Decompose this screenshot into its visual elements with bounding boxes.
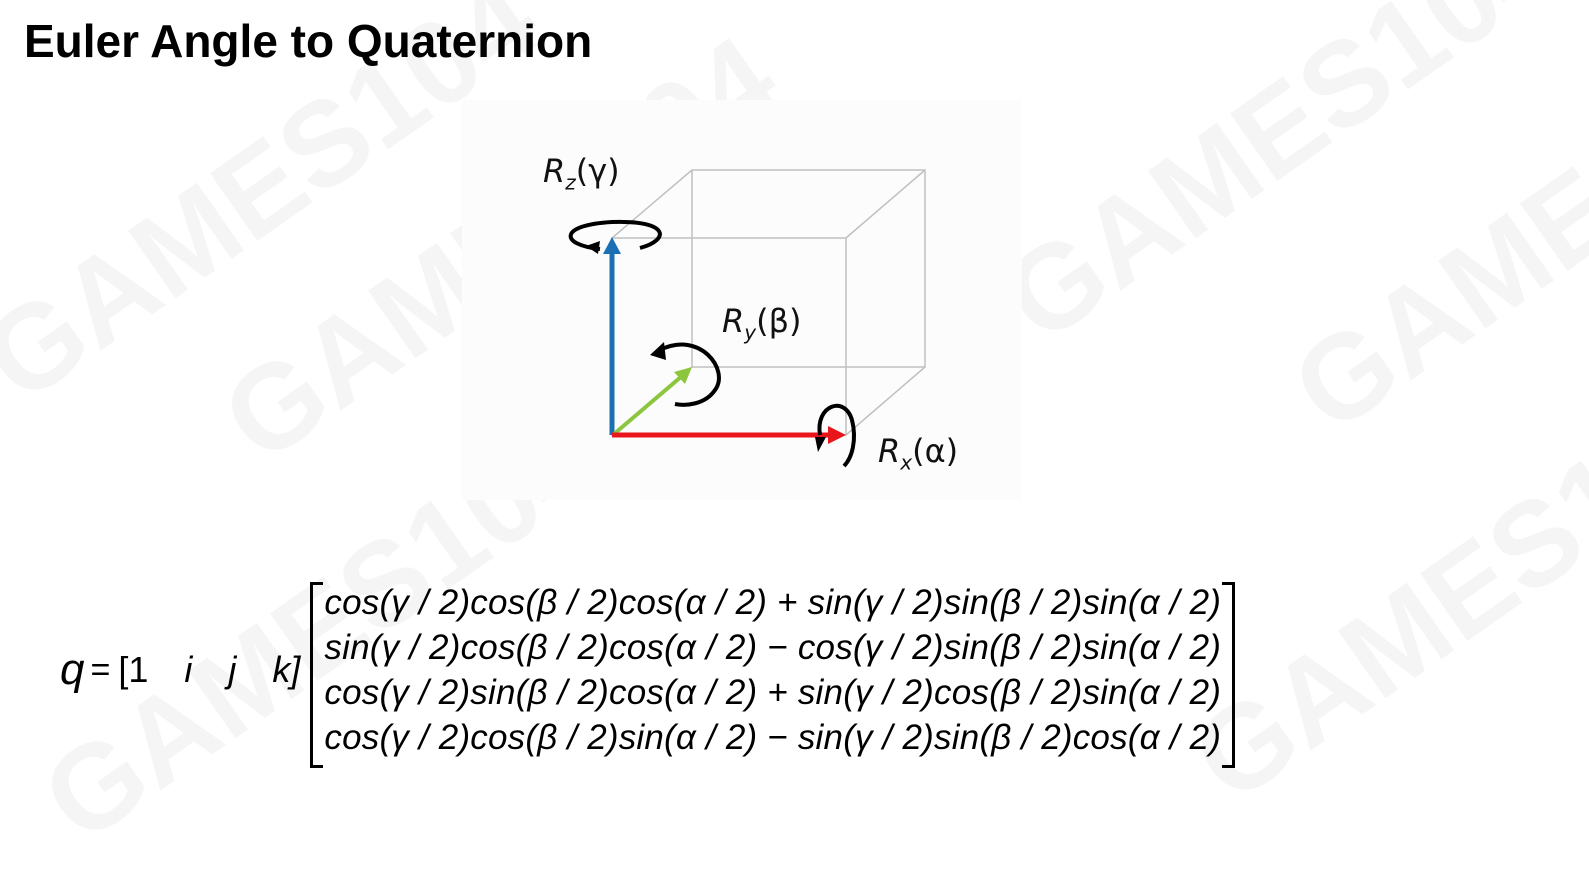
- rx-rotation-arrow-icon: [815, 403, 856, 468]
- formula-equals: =: [90, 650, 111, 689]
- matrix-row-x: sin(γ / 2)cos(β / 2)cos(α / 2) − cos(γ /…: [324, 628, 1222, 667]
- basis-j: j: [228, 649, 237, 690]
- formula-lhs: q: [60, 645, 85, 694]
- matrix-row-y: cos(γ / 2)sin(β / 2)cos(α / 2) + sin(γ /…: [324, 673, 1222, 712]
- rz-rotation-arrow-icon: [568, 219, 662, 254]
- ry-label: Ry(β): [722, 302, 801, 344]
- rz-label-sub: z: [565, 170, 576, 195]
- matrix-row-z: cos(γ / 2)cos(β / 2)sin(α / 2) − sin(γ /…: [324, 718, 1222, 757]
- ry-label-arg: (β): [756, 302, 802, 340]
- rx-label-arg: (α): [912, 432, 959, 470]
- z-axis-arrow: [603, 237, 621, 435]
- basis-k: k]: [272, 649, 301, 690]
- ry-rotation-arrow-icon: [650, 342, 721, 407]
- rz-label: Rz(γ): [543, 152, 620, 194]
- basis-row-vector: [1 i j k]: [118, 649, 300, 691]
- ry-label-r: R: [722, 302, 745, 340]
- x-axis-arrow: [612, 426, 846, 444]
- rx-label-r: R: [878, 432, 901, 470]
- rx-label-sub: x: [900, 450, 913, 475]
- rz-label-arg: (γ): [575, 152, 620, 190]
- slide-title: Euler Angle to Quaternion: [24, 15, 593, 67]
- rx-label: Rx(α): [878, 432, 958, 474]
- euler-rotation-diagram: [568, 169, 926, 468]
- basis-1: [1: [118, 649, 149, 690]
- matrix-row-w: cos(γ / 2)cos(β / 2)cos(α / 2) + sin(γ /…: [324, 583, 1222, 622]
- y-axis-arrow: [612, 367, 692, 436]
- coefficient-column-vector: cos(γ / 2)cos(β / 2)cos(α / 2) + sin(γ /…: [310, 580, 1235, 768]
- ry-label-sub: y: [744, 320, 757, 345]
- basis-i: i: [184, 649, 193, 690]
- quaternion-formula: q = [1 i j k] cos(γ / 2)cos(β / 2)cos(α …: [60, 580, 1235, 768]
- rz-label-r: R: [543, 152, 566, 190]
